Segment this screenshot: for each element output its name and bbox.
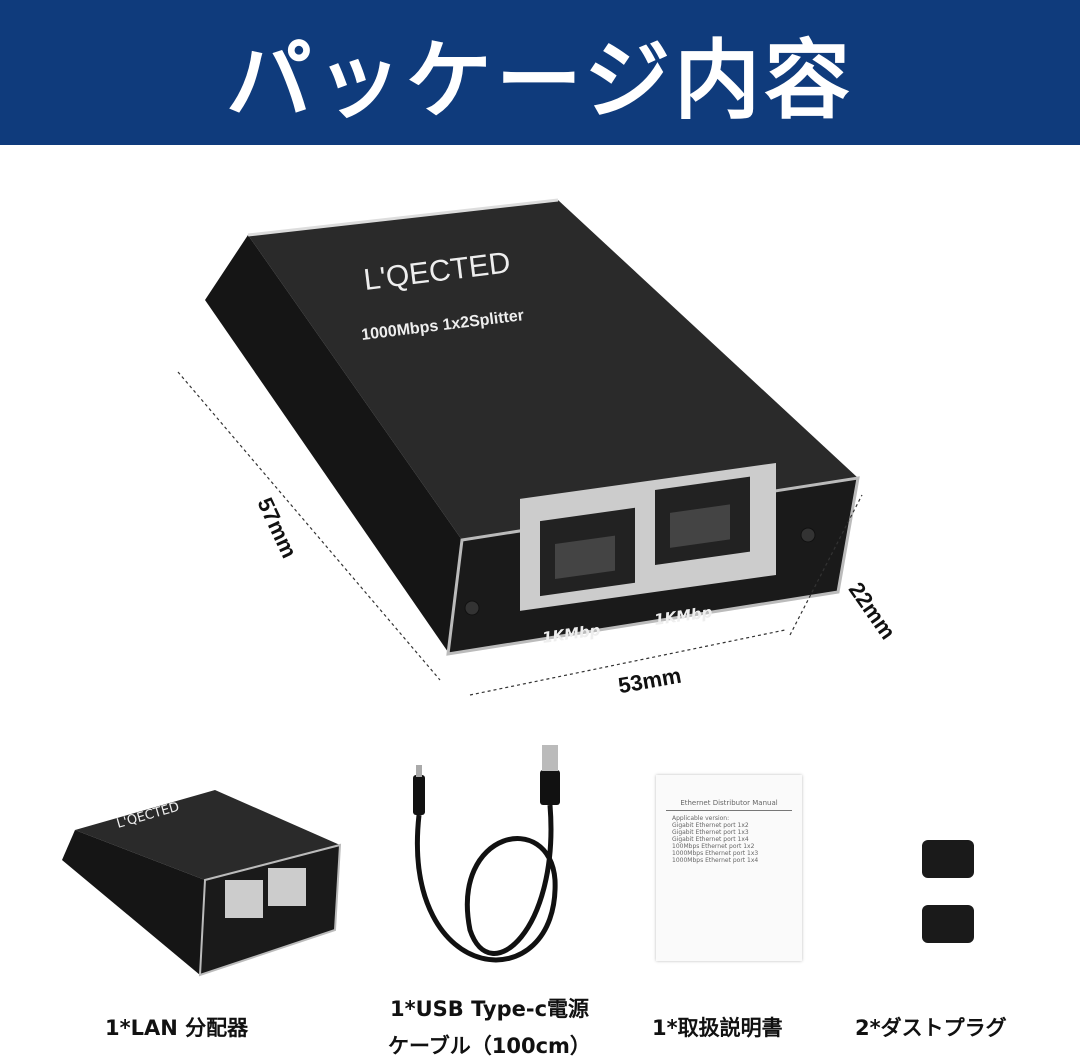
manual-title: Ethernet Distributor Manual	[666, 799, 792, 811]
manual-line: 1000Mbps Ethernet port 1x3	[672, 850, 759, 857]
caption-cable-line1: 1*USB Type-c電源	[390, 997, 590, 1021]
manual-line: 1000Mbps Ethernet port 1x4	[672, 857, 759, 864]
caption-cable-line2: ケーブル（100cm）	[388, 1034, 591, 1058]
manual-line: Gigabit Ethernet port 1x3	[672, 829, 749, 836]
small-splitter-device: L'QECTED	[62, 790, 342, 977]
main-splitter-device: L'QECTED 1000Mbps 1x2Splitter 1KMbp 1KMb…	[205, 198, 860, 656]
caption-dust-plugs: 2*ダストプラグ	[855, 1016, 1007, 1040]
caption-manual: 1*取扱説明書	[652, 1016, 783, 1040]
manual-line: Applicable version:	[672, 815, 730, 822]
manual-line: 100Mbps Ethernet port 1x2	[672, 843, 755, 850]
dimension-lines	[177, 371, 863, 696]
caption-lan-splitter: 1*LAN 分配器	[105, 1016, 249, 1040]
dust-plugs	[922, 840, 974, 943]
user-manual: Ethernet Distributor Manual Applicable v…	[656, 775, 802, 961]
manual-line: Gigabit Ethernet port 1x4	[672, 836, 749, 843]
page-title: パッケージ内容	[225, 31, 855, 131]
header-banner: パッケージ内容	[0, 0, 1080, 145]
manual-line: Gigabit Ethernet port 1x2	[672, 822, 749, 829]
usb-type-c-cable	[413, 745, 560, 963]
